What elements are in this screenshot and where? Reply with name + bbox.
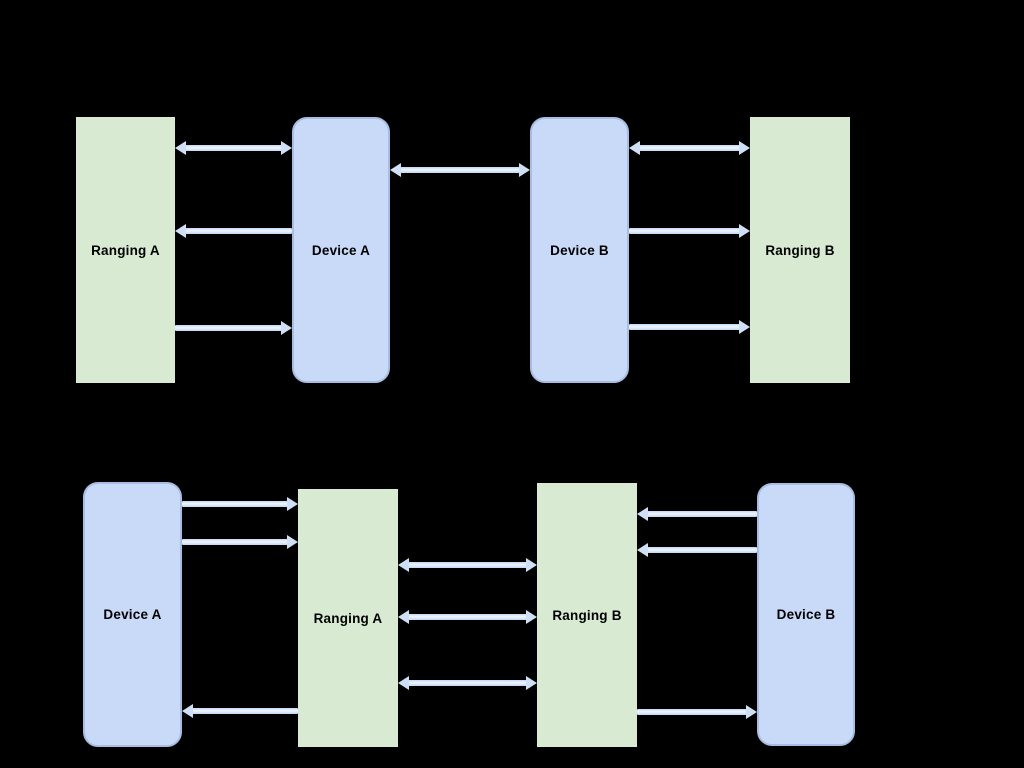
- arrow-device-b-bottom-to-ranging-b-bottom: [637, 543, 757, 557]
- box-ranging-a-bottom: Ranging A: [298, 489, 398, 747]
- box-device-a-top: Device A: [292, 117, 390, 383]
- arrow-ranging-a-bottom-to-device-a-bottom: [182, 704, 298, 718]
- arrow-head-left-icon: [175, 141, 186, 155]
- arrow-device-b-top-to-ranging-b-top: [629, 320, 750, 334]
- arrow-shaft: [184, 228, 292, 234]
- arrow-head-right-icon: [739, 320, 750, 334]
- arrow-shaft: [646, 511, 757, 517]
- box-device-a-bottom: Device A: [83, 482, 182, 747]
- arrow-head-right-icon: [281, 141, 292, 155]
- arrow-shaft: [629, 228, 741, 234]
- arrow-head-right-icon: [739, 141, 750, 155]
- box-device-b-bottom: Device B: [757, 483, 855, 746]
- arrow-shaft: [638, 145, 741, 151]
- arrow-ranging-b-bottom-to-device-b-bottom: [637, 705, 757, 719]
- arrow-ranging-a-bottom-to-ranging-b-bottom: [398, 558, 537, 572]
- box-device-b-top: Device B: [530, 117, 629, 383]
- arrow-shaft: [407, 680, 528, 686]
- arrow-device-a-top-to-ranging-a-top: [175, 224, 292, 238]
- arrow-shaft: [407, 562, 528, 568]
- box-label-device-a-bottom: Device A: [103, 607, 162, 622]
- arrow-head-right-icon: [526, 558, 537, 572]
- arrow-device-a-top-to-device-b-top: [390, 163, 530, 177]
- arrow-head-left-icon: [398, 558, 409, 572]
- arrow-shaft: [191, 708, 298, 714]
- arrow-head-left-icon: [398, 676, 409, 690]
- arrow-shaft: [629, 324, 741, 330]
- arrow-device-b-top-to-ranging-b-top: [629, 141, 750, 155]
- arrow-head-left-icon: [390, 163, 401, 177]
- arrow-shaft: [407, 614, 528, 620]
- arrow-shaft: [182, 501, 289, 507]
- arrow-ranging-a-top-to-device-a-top: [175, 321, 292, 335]
- arrow-head-right-icon: [519, 163, 530, 177]
- arrow-head-right-icon: [287, 535, 298, 549]
- arrow-ranging-a-top-to-device-a-top: [175, 141, 292, 155]
- box-label-ranging-b-top: Ranging B: [765, 242, 835, 258]
- box-label-device-a-top: Device A: [311, 242, 371, 258]
- box-label-device-b-top: Device B: [550, 242, 609, 258]
- arrow-device-a-bottom-to-ranging-a-bottom: [182, 497, 298, 511]
- box-ranging-b-top: Ranging B: [750, 117, 850, 383]
- arrow-head-right-icon: [526, 610, 537, 624]
- arrow-head-left-icon: [398, 610, 409, 624]
- arrow-shaft: [637, 709, 748, 715]
- box-ranging-a-top: Ranging A: [76, 117, 175, 383]
- arrow-shaft: [646, 547, 757, 553]
- arrow-shaft: [175, 325, 283, 331]
- arrow-device-b-bottom-to-ranging-b-bottom: [637, 507, 757, 521]
- arrow-device-b-top-to-ranging-b-top: [629, 224, 750, 238]
- arrow-shaft: [184, 145, 283, 151]
- arrow-shaft: [399, 167, 521, 173]
- arrow-head-right-icon: [526, 676, 537, 690]
- arrow-head-right-icon: [746, 705, 757, 719]
- arrow-head-left-icon: [637, 543, 648, 557]
- arrow-head-right-icon: [281, 321, 292, 335]
- box-label-device-b-bottom: Device B: [776, 607, 836, 622]
- box-ranging-b-bottom: Ranging B: [537, 483, 637, 747]
- box-label-ranging-a-bottom: Ranging A: [313, 610, 383, 626]
- arrow-shaft: [182, 539, 289, 545]
- arrow-device-a-bottom-to-ranging-a-bottom: [182, 535, 298, 549]
- arrow-head-left-icon: [637, 507, 648, 521]
- arrow-head-right-icon: [287, 497, 298, 511]
- arrow-ranging-a-bottom-to-ranging-b-bottom: [398, 676, 537, 690]
- arrow-head-left-icon: [629, 141, 640, 155]
- arrow-ranging-a-bottom-to-ranging-b-bottom: [398, 610, 537, 624]
- arrow-head-left-icon: [175, 224, 186, 238]
- arrow-head-left-icon: [182, 704, 193, 718]
- box-label-ranging-b-bottom: Ranging B: [552, 607, 622, 623]
- arrow-head-right-icon: [739, 224, 750, 238]
- box-label-ranging-a-top: Ranging A: [91, 242, 160, 258]
